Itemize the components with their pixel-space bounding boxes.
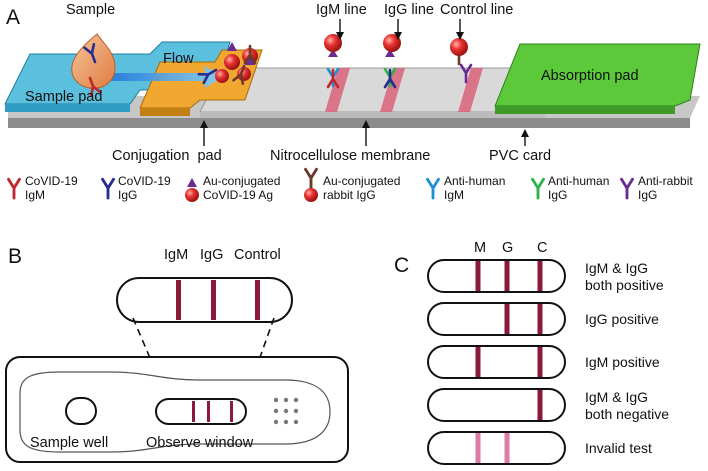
result-row: IgG positive (427, 302, 659, 336)
legend-label: IgM (444, 188, 464, 202)
result-label: IgM & IgG (585, 389, 648, 405)
legend-item-anti-human-igm: Anti-human IgM (426, 174, 505, 202)
flow-label: Flow (163, 51, 194, 67)
bottom-labels: Conjugation pad Nitrocellulose membrane … (112, 120, 551, 164)
legend-label: Au-conjugated (323, 174, 400, 188)
legend-label: CoVID-19 Ag (203, 188, 273, 202)
legend-label: Anti-rabbit (638, 174, 693, 188)
legend-label: rabbit IgG (323, 188, 376, 202)
legend: CoVID-19 IgM CoVID-19 IgG Au-conjugated … (7, 167, 693, 202)
covid-igm-icon (7, 177, 21, 200)
legend-label: IgM (25, 188, 45, 202)
result-label: IgM positive (585, 354, 660, 370)
test-cassette: Sample well Observe window (5, 356, 349, 463)
result-strip (427, 259, 566, 293)
gold-antigen-icon (185, 178, 199, 202)
result-strip (427, 302, 566, 336)
line-labels: IgM line IgG line Control line (316, 2, 513, 40)
legend-item-covid-igg: CoVID-19 IgG (101, 174, 171, 202)
absorption-pad-label: Absorption pad (541, 68, 639, 84)
result-line-c (537, 390, 543, 420)
header-m: M (474, 240, 486, 256)
membrane-test-lines (325, 68, 483, 112)
magnified-control-line (255, 280, 260, 320)
result-line-g (504, 304, 510, 334)
result-strip (427, 345, 566, 379)
panel-a: A (4, 2, 701, 164)
anti-human-igg-icon (531, 177, 545, 200)
sample-pad-label: Sample pad (25, 89, 102, 105)
result-line-c (537, 347, 543, 377)
result-strip (427, 388, 566, 422)
panel-a-letter: A (6, 6, 20, 29)
legend-label: CoVID-19 (118, 174, 171, 188)
magnified-igm-line (176, 280, 181, 320)
magnified-igm-label: IgM (164, 247, 188, 263)
legend-item-anti-rabbit-igg: Anti-rabbit IgG (620, 174, 693, 202)
magnified-igg-label: IgG (200, 247, 223, 263)
result-row: Invalid test (427, 431, 652, 465)
result-row: IgM positive (427, 345, 660, 379)
result-line-g (504, 261, 510, 291)
legend-item-au-rabbit: Au-conjugated rabbit IgG (304, 167, 400, 202)
result-strip (427, 431, 566, 465)
magnified-igg-line (211, 280, 216, 320)
header-c: C (537, 240, 547, 256)
sample-well-label: Sample well (30, 435, 108, 451)
pvc-card-label: PVC card (489, 148, 551, 164)
legend-label: IgG (548, 188, 567, 202)
gold-antibody-icon (304, 167, 318, 202)
result-line-m (475, 347, 481, 377)
legend-label: Anti-human (548, 174, 609, 188)
legend-label: Au-conjugated (203, 174, 280, 188)
magnified-strip: IgM IgG Control (116, 247, 293, 323)
sample-well (65, 397, 97, 425)
sample-droplet: Sample (66, 2, 116, 97)
covid-igg-icon (101, 177, 115, 200)
igm-line-complex (324, 34, 342, 89)
anti-rabbit-igg-icon (620, 177, 634, 200)
result-line-c (537, 304, 543, 334)
sample-label: Sample (66, 2, 115, 18)
result-label: IgG positive (585, 311, 659, 327)
panel-c-letter: C (394, 254, 409, 277)
result-line-c (537, 261, 543, 291)
panel-b: B IgM IgG Control (5, 245, 349, 463)
legend-item-au-antigen: Au-conjugated CoVID-19 Ag (185, 174, 280, 202)
legend-label: IgG (638, 188, 657, 202)
flow-arrow: Flow (100, 51, 222, 88)
membrane-label: Nitrocellulose membrane (270, 148, 430, 164)
igg-line-complex (383, 34, 401, 89)
igm-line-label: IgM line (316, 2, 367, 18)
conjugation-pad-label: Conjugation pad (112, 148, 222, 164)
result-line-m (475, 433, 481, 463)
result-label: Invalid test (585, 440, 652, 456)
absorption-pad (494, 43, 701, 114)
result-label-sub: both negative (585, 406, 669, 422)
result-line-m (475, 261, 481, 291)
conjugate-particles (197, 42, 258, 85)
igg-line-label: IgG line (384, 2, 434, 18)
grip-dots (273, 397, 299, 425)
control-line-label: Control line (440, 2, 513, 18)
magnified-control-label: Control (234, 247, 281, 263)
observe-window (155, 398, 247, 425)
header-g: G (502, 240, 513, 256)
panel-b-letter: B (8, 245, 22, 268)
legend-label: Anti-human (444, 174, 505, 188)
legend-label: CoVID-19 (25, 174, 78, 188)
observe-window-label: Observe window (146, 435, 254, 451)
legend-label: IgG (118, 188, 137, 202)
result-line-g (504, 433, 510, 463)
legend-item-anti-human-igg: Anti-human IgG (531, 174, 609, 202)
result-label: IgM & IgG (585, 260, 648, 276)
legend-item-covid-igm: CoVID-19 IgM (7, 174, 78, 202)
control-line-complex (450, 38, 473, 84)
result-label-sub: both positive (585, 277, 664, 293)
anti-human-igm-icon (426, 177, 440, 200)
